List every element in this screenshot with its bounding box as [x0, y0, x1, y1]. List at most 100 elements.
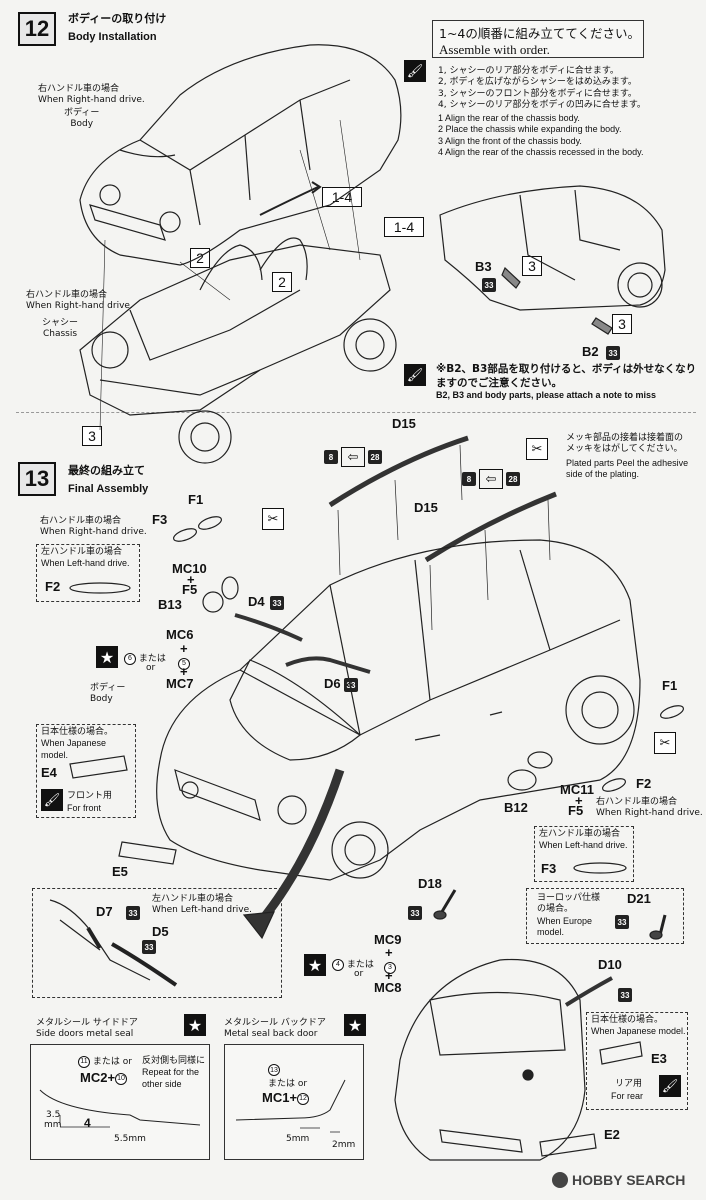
- or-en-4: or: [297, 1079, 308, 1089]
- part-mc8: MC8: [374, 980, 402, 995]
- repeat-jp: 反対側も同様に: [142, 1056, 206, 1066]
- mc1-text: MC1+: [262, 1090, 298, 1105]
- or-en-3: or: [122, 1057, 132, 1067]
- side-seal-jp: メタルシール サイドドア: [36, 1018, 138, 1028]
- lhd-f2-box: 左ハンドル車の場合 When Left-hand drive. F2: [36, 544, 140, 602]
- order-step-jp-1: 1, シャシーのリア部分をボディに合せます。: [438, 66, 619, 76]
- plus-mc9: +: [385, 945, 393, 960]
- part-d6: D6: [324, 676, 341, 691]
- step12-rhd-label: 右ハンドル車の場合 When Right-hand drive.: [38, 84, 145, 107]
- ref-28-b: 28: [506, 472, 520, 486]
- jp-model-rear-box: 日本仕様の場合。 When Japanese model. E3 リア用 For…: [586, 1012, 688, 1110]
- jp-rear-en: When Japanese model.: [591, 1026, 686, 1037]
- chassis-en: Chassis: [42, 329, 78, 340]
- f1-part: [197, 516, 223, 530]
- ref-6-or: 6 または: [124, 651, 166, 665]
- ref-8-b: 8: [462, 472, 476, 486]
- order-title-en: Assemble with order.: [439, 42, 550, 57]
- plated-note-en: Plated parts Peel the adhesive side of t…: [566, 458, 689, 480]
- circle-4: 4: [332, 958, 344, 971]
- part-f1-right: F1: [662, 678, 678, 693]
- chassis-jp: シャシー: [42, 318, 79, 328]
- part-b2: B2: [582, 344, 599, 359]
- d6-trim: [285, 656, 371, 674]
- rhd13-en: When Right-hand drive.: [40, 527, 147, 538]
- callout-3-a: 3: [82, 426, 102, 446]
- hobby-search-watermark: HOBBY SEARCH: [552, 1172, 685, 1188]
- ref-8-28-a: 8 ⇦ 28: [324, 447, 382, 467]
- jp-model-front-box: 日本仕様の場合。 When Japanese model. E4 🖌 フロント用…: [36, 724, 136, 818]
- mc1-label: MC1+12: [262, 1090, 310, 1105]
- part-e2: E2: [604, 1127, 620, 1142]
- rhd-en: When Right-hand drive.: [38, 95, 145, 106]
- mc2-text: MC2+: [80, 1070, 116, 1085]
- lhd-d-label: 左ハンドル車の場合 When Left-hand drive.: [152, 894, 252, 917]
- dim-35: 3.5: [46, 1110, 61, 1120]
- or-jp-4: または: [268, 1079, 296, 1089]
- side-door-inset-drawing: [39, 1089, 201, 1126]
- order-steps-en: 1 Align the rear of the chassis body. 2 …: [438, 113, 702, 158]
- order-title-box: 1~4の順番に組み立ててください。 Assemble with order.: [432, 20, 644, 58]
- order-step-en-3: 3 Align the front of the chassis body.: [438, 135, 582, 146]
- callout-3-c: 3: [612, 314, 632, 334]
- glue-icon-front: 🖌: [41, 789, 63, 811]
- star-icon-side: ★: [184, 1014, 206, 1036]
- circle-11: 11: [78, 1055, 90, 1068]
- callout-1-4-b: 1-4: [384, 217, 424, 237]
- badge-33-d7: 33: [126, 906, 140, 920]
- step13-rhd-label: 右ハンドル車の場合 When Right-hand drive.: [40, 516, 147, 539]
- part-f3-box: F3: [541, 861, 557, 876]
- body-en: Body: [70, 119, 94, 130]
- body13-en: Body: [90, 694, 113, 705]
- lhd-f2-jp: 左ハンドル車の場合: [41, 547, 123, 557]
- jp-model-en: When Japanese model.: [41, 738, 107, 760]
- dim-mm: mm: [44, 1120, 62, 1130]
- f2-right-part: [601, 778, 627, 792]
- europe-box: ヨーロッパ仕様の場合。 When Europe model. D21 33: [526, 888, 684, 944]
- f3-oval: [573, 862, 627, 874]
- badge-33-d18: 33: [408, 906, 422, 920]
- part-d18: D18: [418, 876, 442, 891]
- plated-icon: ✂: [526, 438, 548, 460]
- step13-body-label: ボディー Body: [90, 683, 125, 706]
- step13-title-en: Final Assembly: [68, 483, 149, 495]
- plus-mc7: +: [180, 664, 188, 679]
- order-step-jp-2: 2, ボディを広げながらシャシーをはめ込みます。: [438, 77, 637, 88]
- lhd-d7-d5-box: [32, 888, 282, 998]
- step-number-12: 12: [18, 12, 56, 46]
- step13-car-drawing: [156, 539, 641, 881]
- badge-33-d4: 33: [270, 596, 284, 610]
- badge-33-d6: 33: [344, 678, 358, 692]
- back-seal-en: Metal seal back door: [224, 1029, 318, 1040]
- f2-oval: [69, 582, 131, 594]
- order-step-jp-3: 3, シャシーのフロント部分をボディに合せます。: [438, 88, 637, 99]
- mirror-part: [221, 576, 239, 600]
- jp-rear-jp: 日本仕様の場合。: [591, 1015, 664, 1025]
- rear-en: For rear: [611, 1091, 644, 1101]
- dim-2mm: 2mm: [332, 1140, 356, 1150]
- d10-spoiler: [564, 976, 613, 1007]
- part-f1-left: F1: [188, 492, 204, 507]
- jp-model-jp: 日本仕様の場合。: [41, 727, 114, 737]
- side-seal-11-or: 11 または or: [78, 1054, 132, 1068]
- back-seal-box: [224, 1044, 364, 1160]
- badge-33-b3: 33: [482, 278, 496, 292]
- step13-title-jp: 最終の組み立て: [68, 464, 145, 477]
- mc11-part: [527, 751, 553, 769]
- body-jp: ボディー: [64, 108, 100, 118]
- part-b12: B12: [504, 800, 528, 815]
- order-step-en-1: 1 Align the rear of the chassis body.: [438, 113, 580, 123]
- step12-rear-body-drawing: [439, 185, 666, 335]
- part-f5-left: F5: [182, 582, 198, 597]
- part-d7: D7: [96, 904, 113, 919]
- front-en: For front: [67, 803, 102, 813]
- big-arrow: [258, 768, 345, 923]
- step12-note-jp: ※B2、B3部品を取り付けると、ボディは外せなくなりますのでご注意ください。: [436, 363, 697, 390]
- plated-icon-3: ✂: [654, 732, 676, 754]
- d7-d5-inset-drawing: [49, 899, 151, 981]
- step-number-13: 13: [18, 462, 56, 496]
- step12-chassis-label: シャシー Chassis: [42, 318, 78, 341]
- order-step-jp-4: 4, シャシーのリア部分をボディの凹みに合せます。: [438, 99, 646, 110]
- circle-12: 12: [297, 1092, 310, 1105]
